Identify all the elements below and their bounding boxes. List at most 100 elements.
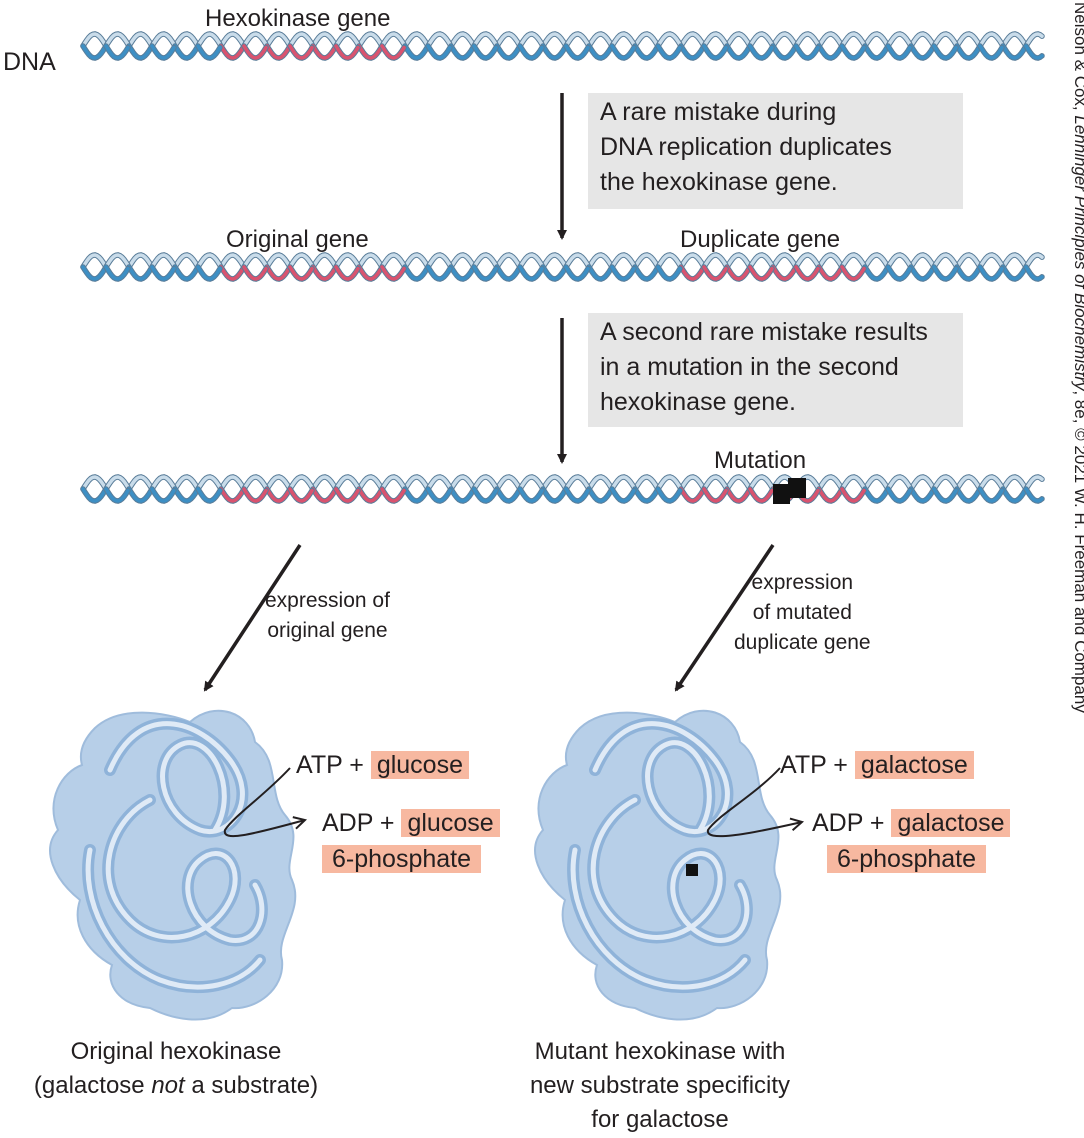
helix-strand-segment (1001, 475, 1027, 491)
atp-label: ATP + (296, 751, 364, 779)
helix-strand-segment (1024, 44, 1044, 60)
helix-strand-segment (380, 487, 406, 503)
helix-strand-segment (311, 487, 337, 503)
helix-strand-segment (403, 32, 429, 48)
helix-strand-segment (472, 44, 498, 60)
helix-strand-segment (702, 32, 728, 48)
helix-strand-segment (978, 44, 1004, 60)
helix-strand-segment (150, 44, 176, 60)
helix-strand-segment (587, 475, 613, 491)
helix-strand-segment (518, 487, 544, 503)
helix-strand-segment (104, 265, 130, 281)
helix-strand-segment (679, 475, 705, 491)
callout-line: the hexokinase gene. (600, 168, 838, 196)
helix-strand-segment (219, 253, 245, 269)
helix-strand-segment (679, 253, 705, 269)
helix-strand-segment (863, 44, 889, 60)
helix-strand-segment (426, 253, 452, 269)
helix-strand-segment (265, 487, 291, 503)
adp-label: ADP + (812, 809, 885, 837)
helix-strand-segment (518, 44, 544, 60)
mutation-site-marker (686, 864, 698, 876)
helix-strand-segment (1001, 265, 1027, 281)
helix-strand-segment (495, 44, 521, 60)
expression-arrow-left (203, 544, 302, 692)
helix-strand-segment (909, 32, 935, 48)
helix-strand-segment (403, 487, 429, 503)
helix-strand-segment (1024, 253, 1044, 269)
helix-strand-segment (357, 32, 383, 48)
helix-strand-segment (541, 265, 567, 281)
helix-strand-segment (495, 253, 521, 269)
expression-line: original gene (267, 619, 388, 642)
helix-strand-segment (1001, 32, 1027, 48)
helix-strand-segment (127, 475, 153, 491)
helix-strand-segment (725, 253, 751, 269)
helix-strand-segment (472, 265, 498, 281)
caption-line: Mutant hexokinase with (534, 1038, 786, 1065)
expression-label-left: expression of original gene (265, 586, 390, 646)
helix-strand-segment (633, 265, 659, 281)
helix-strand-segment (932, 475, 958, 491)
helix-strand-segment (472, 475, 498, 491)
helix-strand-segment (219, 475, 245, 491)
helix-strand-segment (334, 32, 360, 48)
helix-strand-segment (932, 32, 958, 48)
helix-strand-segment (817, 487, 843, 503)
atp-label: ATP + (780, 751, 848, 779)
helix-strand-segment (886, 487, 912, 503)
expression-label-right: expression of mutated duplicate gene (734, 568, 871, 658)
helix-strand-segment (403, 253, 429, 269)
helix-strand-segment (104, 32, 130, 48)
helix-strand-segment (679, 265, 705, 281)
helix-strand-segment (932, 487, 958, 503)
reaction-right-products: ADP + galactose (812, 806, 1011, 840)
helix-strand-segment (242, 265, 268, 281)
helix-strand-segment (748, 487, 774, 503)
helix-strand-segment (817, 32, 843, 48)
helix-strand-segment (909, 44, 935, 60)
helix-strand-segment (81, 487, 107, 503)
helix-strand-segment (288, 32, 314, 48)
helix-strand-segment (242, 32, 268, 48)
helix-strand-segment (219, 32, 245, 48)
helix-strand-segment (748, 253, 774, 269)
helix-strand-segment (426, 475, 452, 491)
helix-strand-segment (426, 487, 452, 503)
helix-strand-segment (702, 487, 728, 503)
helix-strand-segment (978, 265, 1004, 281)
helix-strand-segment (288, 487, 314, 503)
helix-strand-segment (1024, 265, 1044, 281)
callout-mutation: A second rare mistake results in a mutat… (588, 313, 963, 427)
helix-strand-segment (725, 265, 751, 281)
helix-strand-segment (955, 487, 981, 503)
credit-text: , 8e, © 2021 W. H. Freeman and Company (1071, 390, 1084, 713)
helix-strand-segment (863, 265, 889, 281)
protein-mutant-hexokinase (534, 709, 782, 1021)
helix-strand-segment (196, 475, 222, 491)
mutation-marker (773, 478, 806, 504)
helix-strand-segment (288, 265, 314, 281)
helix-strand-segment (541, 475, 567, 491)
helix-strand-segment (81, 32, 107, 48)
expression-arrow-right (674, 544, 775, 692)
helix-strand-segment (794, 265, 820, 281)
product-6-phosphate: 6-phosphate (322, 845, 482, 873)
helix-strand-segment (242, 487, 268, 503)
helix-strand-segment (656, 253, 682, 269)
helix-strand-segment (955, 253, 981, 269)
helix-strand-segment (380, 44, 406, 60)
helix-strand-segment (311, 32, 337, 48)
helix-strand-segment (610, 265, 636, 281)
helix-strand-segment (150, 265, 176, 281)
helix-strand-segment (840, 487, 866, 503)
helix-strand-segment (1001, 44, 1027, 60)
helix-strand-segment (127, 32, 153, 48)
helix-strand-segment (564, 265, 590, 281)
helix-strand-segment (104, 487, 130, 503)
helix-strand-segment (702, 44, 728, 60)
caption-line: for galactose (591, 1106, 729, 1133)
helix-strand-segment (265, 32, 291, 48)
helix-strand-segment (403, 265, 429, 281)
helix-strand-segment (817, 265, 843, 281)
